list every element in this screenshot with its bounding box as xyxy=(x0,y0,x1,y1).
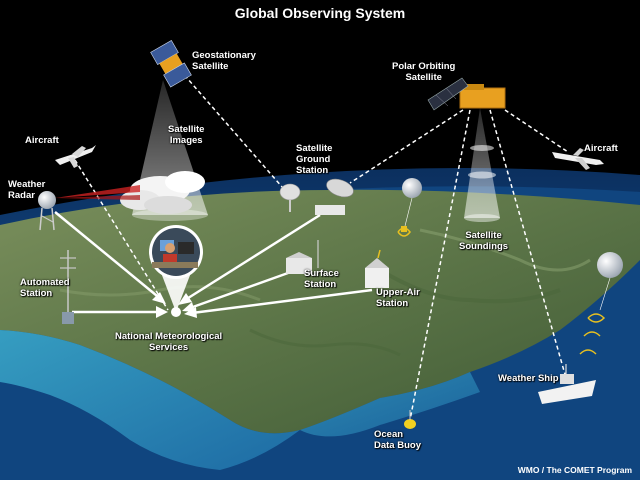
radar-dome-icon xyxy=(38,191,56,231)
buoy-icon xyxy=(404,410,416,429)
label-aircraft-left: Aircraft xyxy=(25,135,59,146)
geostationary-satellite-icon xyxy=(150,40,192,88)
label-aircraft-right: Aircraft xyxy=(584,143,618,154)
radar-beam xyxy=(55,185,140,200)
building-icon xyxy=(286,240,319,274)
satellite-data-links xyxy=(74,69,569,421)
data-flow-arrows xyxy=(54,211,373,318)
aircraft-icon xyxy=(552,148,604,170)
weather-balloon-icon xyxy=(579,252,623,355)
credit-text: WMO / The COMET Program xyxy=(517,465,632,475)
label-weather-ship: Weather Ship xyxy=(498,373,559,384)
polar-sounding-cone xyxy=(464,108,500,222)
ship-icon xyxy=(538,364,596,404)
aircraft-icon xyxy=(55,145,96,168)
diagram-title: Global Observing System xyxy=(234,5,406,21)
nms-callout xyxy=(149,225,203,317)
weather-balloon-icon xyxy=(397,178,422,237)
polar-satellite-icon xyxy=(427,77,506,111)
weather-station-mast-icon xyxy=(60,250,76,324)
satellite-dish-icon xyxy=(279,178,354,215)
building-icon xyxy=(365,249,389,288)
